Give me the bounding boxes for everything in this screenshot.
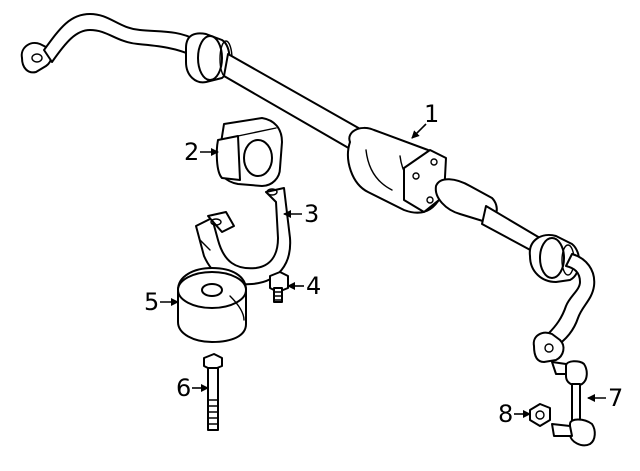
callout-8: 8 <box>498 400 531 428</box>
long-bolt <box>203 353 223 431</box>
stabilizer-bar <box>20 13 596 363</box>
callout-number: 8 <box>498 400 513 428</box>
callout-6: 6 <box>176 374 209 402</box>
callout-1: 1 <box>411 100 439 139</box>
damper <box>177 267 247 343</box>
callout-2: 2 <box>184 138 219 166</box>
callout-number: 2 <box>184 138 199 166</box>
callout-number: 3 <box>304 200 319 228</box>
callout-3: 3 <box>283 200 319 228</box>
callout-7: 7 <box>587 384 623 412</box>
small-bolt <box>269 271 289 303</box>
callout-5: 5 <box>144 288 179 316</box>
callout-number: 7 <box>608 384 623 412</box>
nut <box>529 403 551 427</box>
callout-number: 6 <box>176 374 191 402</box>
bracket <box>195 187 292 286</box>
bushing <box>215 117 283 187</box>
stabilizer-link <box>551 360 596 447</box>
callout-number: 4 <box>306 272 321 300</box>
callout-number: 5 <box>144 288 159 316</box>
callout-number: 1 <box>424 100 439 128</box>
callout-4: 4 <box>287 272 321 300</box>
